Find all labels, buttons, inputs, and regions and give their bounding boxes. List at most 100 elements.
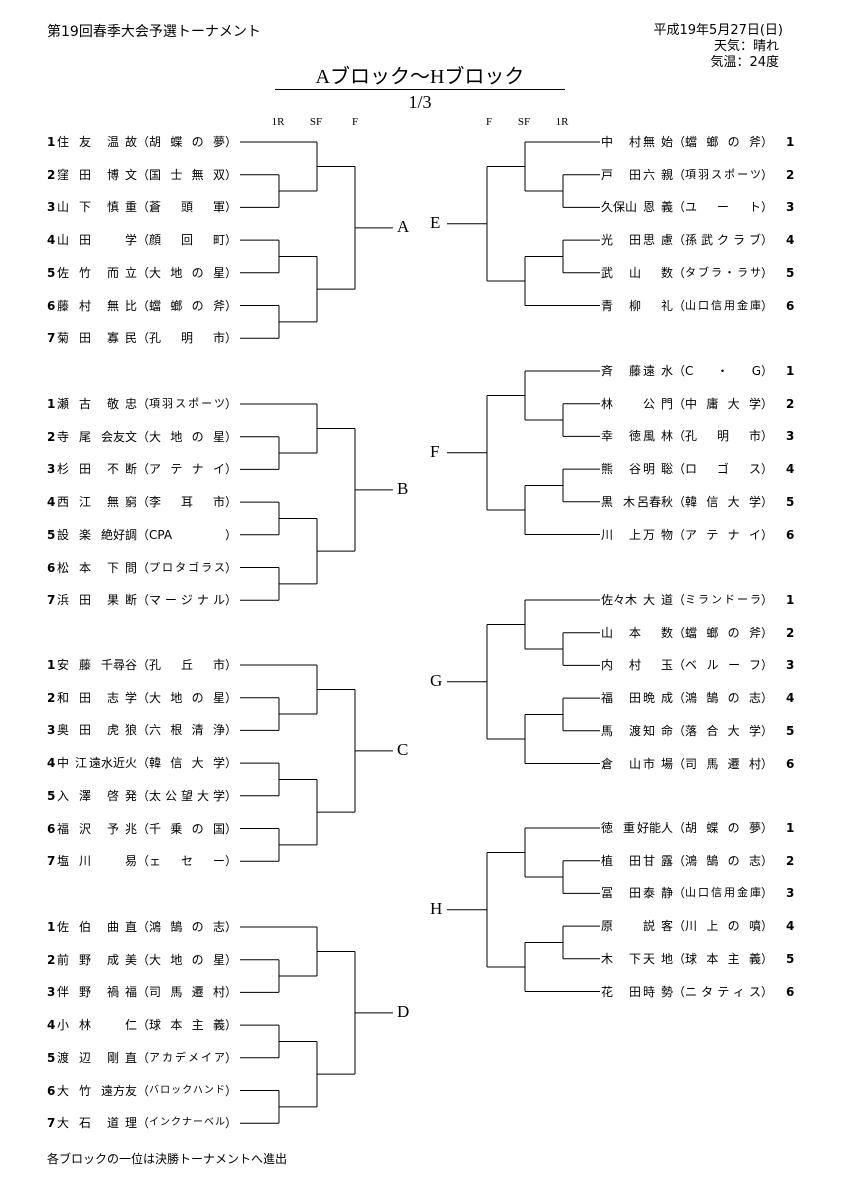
player-team: 韓信大学 [685,494,761,509]
paren-close: ） [225,495,238,510]
paren-open: （ [673,233,686,248]
seed-number: 5 [47,265,56,280]
player-given-name: 知命 [643,723,673,738]
player-surname: 幸徳 [601,429,641,444]
paren-open: （ [137,723,150,738]
player-team: ロゴス [685,462,761,477]
footer-note: 各ブロックの一位は決勝トーナメントへ進出 [47,1152,288,1166]
paren-open: （ [137,690,150,705]
seed-number: 5 [786,723,795,738]
player-surname: 木下 [601,951,641,966]
block-label: D [397,1001,410,1021]
player-surname: 入澤 [57,788,91,803]
player-team: アテナイ [149,462,225,477]
player-team: ミランドーラ [685,593,761,606]
player-team: 大地の星 [149,952,225,967]
player-surname: 光田 [601,233,641,248]
paren-close: ） [761,364,774,378]
seed-number: 1 [786,135,795,149]
player-surname: 武山 [601,265,641,280]
paren-open: （ [137,952,150,967]
seed-number: 6 [47,560,56,575]
player-team: 孔丘市 [149,658,225,672]
paren-open: （ [137,788,150,803]
paren-close: ） [225,331,238,346]
paren-close: ） [761,265,774,280]
paren-open: （ [673,691,686,706]
paren-close: ） [761,429,774,444]
player-given-name: 千尋谷 [101,658,138,672]
paren-open: （ [673,593,686,607]
player-surname: 菊田 [57,331,91,346]
round-label: 1R [271,116,285,128]
event-title: 第19回春季大会予選トーナメント [47,24,261,40]
player-given-name: 呂春秋 [637,494,674,509]
player-team: C・G [685,364,761,378]
paren-close: ） [761,298,774,313]
player-team: 山口信用金庫 [685,886,761,900]
seed-number: 5 [786,265,795,280]
player-team: 顔回町 [149,233,225,248]
player-given-name: 会友文 [101,429,138,444]
paren-open: （ [137,429,150,444]
seed-number: 5 [47,1050,56,1065]
player-surname: 山田 [57,233,91,248]
player-surname: 和田 [57,690,91,705]
paren-close: ） [225,723,238,738]
player-given-name: 数 [661,265,674,280]
seed-number: 3 [786,886,795,901]
